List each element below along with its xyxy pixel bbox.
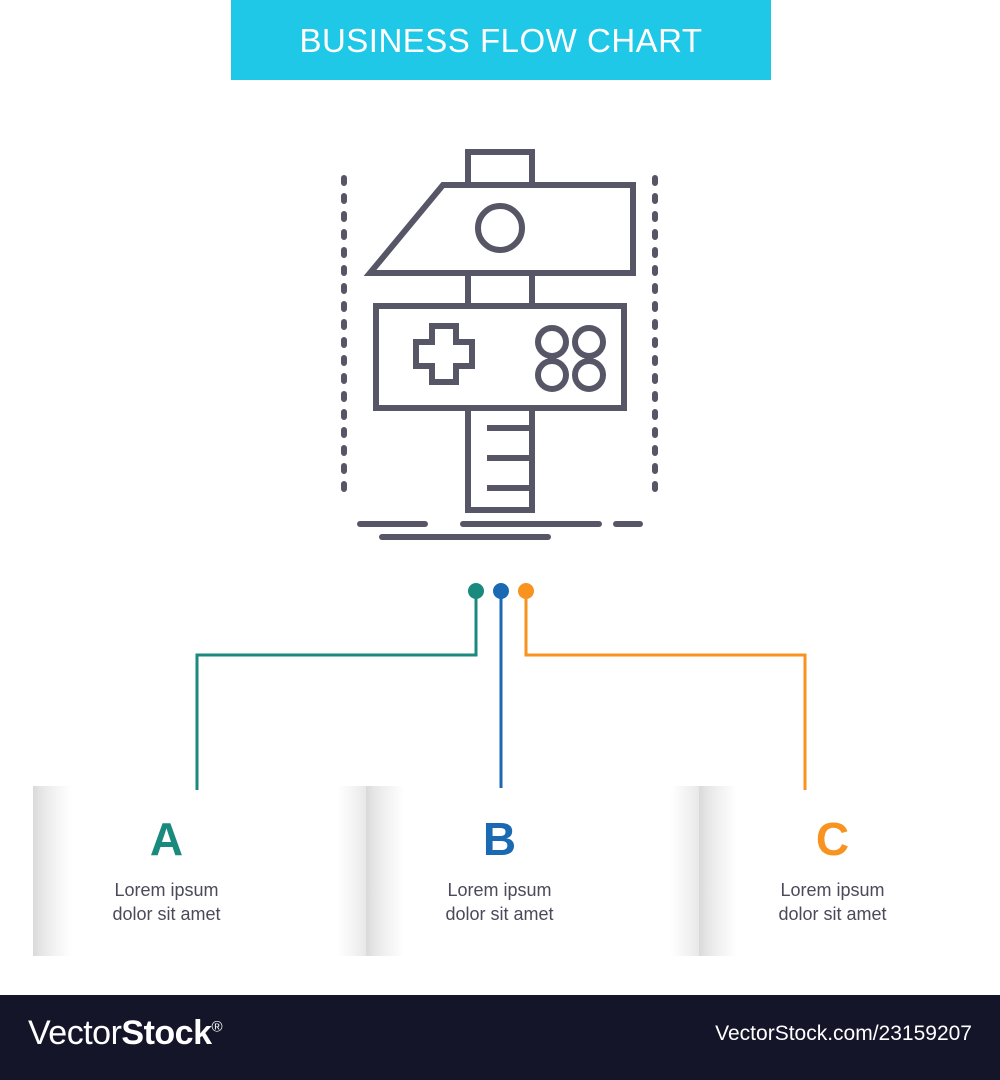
connector-dot-c <box>518 583 534 599</box>
card-text-c-line2: dolor sit amet <box>778 904 887 925</box>
sign-circle-knob-icon <box>475 203 525 253</box>
connector-path-c <box>524 591 807 790</box>
header-banner: BUSINESS FLOW CHART <box>231 0 771 80</box>
controller-body-icon <box>373 303 627 411</box>
vectorstock-url: VectorStock.com/23159207 <box>715 1022 972 1045</box>
card-left-shadow <box>366 786 404 956</box>
vectorstock-logo-light: Vector <box>28 1014 122 1052</box>
card-text-b-line2: dolor sit amet <box>445 904 554 925</box>
card-text-a: Lorem ipsum dolor sit amet <box>0 878 333 927</box>
flow-connectors <box>0 560 1000 850</box>
card-letter-c: C <box>815 813 850 865</box>
card-text-a-line2: dolor sit amet <box>112 904 221 925</box>
watermark-footer: VectorStock® VectorStock.com/23159207 <box>0 995 1000 1080</box>
action-button-bottom-left-icon <box>535 358 569 392</box>
card-text-c: Lorem ipsum dolor sit amet <box>666 878 999 927</box>
action-button-top-left-icon <box>535 325 569 359</box>
card-left-shadow <box>33 786 71 956</box>
registered-trademark-icon: ® <box>211 1018 223 1036</box>
vectorstock-logo: VectorStock® <box>28 1014 223 1052</box>
action-button-top-right-icon <box>572 325 606 359</box>
vectorstock-logo-bold: Stock <box>121 1014 212 1052</box>
connector-dot-a <box>468 583 484 599</box>
action-button-bottom-right-icon <box>572 358 606 392</box>
arrow-sign-board-icon <box>363 182 636 276</box>
card-letter-a: A <box>149 813 184 865</box>
flow-steps: A Lorem ipsum dolor sit amet B Lorem ips… <box>0 786 1000 956</box>
card-text-a-line1: Lorem ipsum <box>114 880 219 900</box>
flow-step-card-c[interactable]: C Lorem ipsum dolor sit amet <box>666 786 999 956</box>
flow-step-card-b[interactable]: B Lorem ipsum dolor sit amet <box>333 786 709 956</box>
flow-step-card-a[interactable]: A Lorem ipsum dolor sit amet <box>0 786 376 956</box>
card-text-c-line1: Lorem ipsum <box>780 880 885 900</box>
connector-path-a <box>195 591 478 790</box>
card-left-shadow <box>699 786 737 956</box>
signpost-top-tab-icon <box>465 149 535 188</box>
dpad-cross-icon <box>413 323 475 385</box>
card-text-b-line1: Lorem ipsum <box>447 880 552 900</box>
connector-dot-b <box>493 583 509 599</box>
card-text-b: Lorem ipsum dolor sit amet <box>333 878 666 927</box>
game-signpost-icon <box>320 140 680 540</box>
page-title: BUSINESS FLOW CHART <box>299 21 703 59</box>
card-letter-b: B <box>482 813 517 865</box>
